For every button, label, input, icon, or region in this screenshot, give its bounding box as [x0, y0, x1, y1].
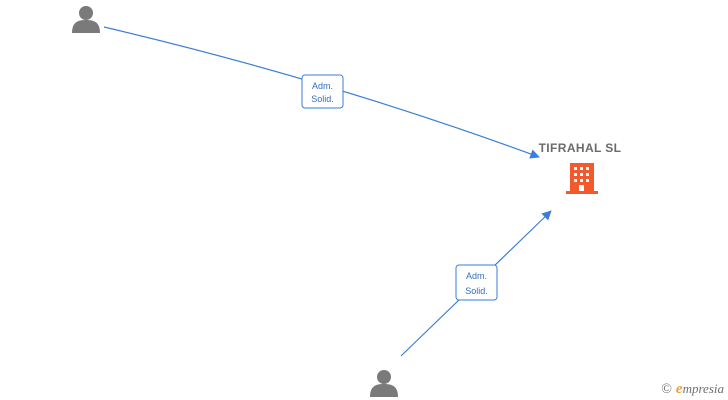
edge-person-2-to-company: Adm. Solid.	[400, 210, 552, 357]
company-node[interactable]: TIFRAHAL SL	[539, 141, 622, 194]
edge-label[interactable]: Adm. Solid.	[301, 74, 344, 109]
copyright-icon: ©	[661, 382, 672, 397]
copyright-footer: ©empresia	[661, 381, 724, 398]
company-name: TIFRAHAL SL	[539, 141, 622, 155]
brand-logo-letter: e	[675, 381, 683, 397]
person-node-1[interactable]	[72, 6, 100, 33]
brand-logo-text: mpresia	[682, 381, 724, 396]
building-icon	[566, 163, 598, 194]
edge-label-line1: Adm.	[466, 271, 487, 281]
person-icon	[370, 370, 398, 397]
edge-label-line2: Solid.	[465, 286, 488, 296]
edge-label[interactable]: Adm. Solid.	[455, 264, 498, 301]
edge-person-1-to-company: Adm. Solid.	[103, 26, 540, 159]
person-node-2[interactable]	[370, 370, 398, 397]
person-icon	[72, 6, 100, 33]
edge-label-line1: Adm.	[312, 81, 333, 91]
edge-label-line2: Solid.	[311, 94, 334, 104]
